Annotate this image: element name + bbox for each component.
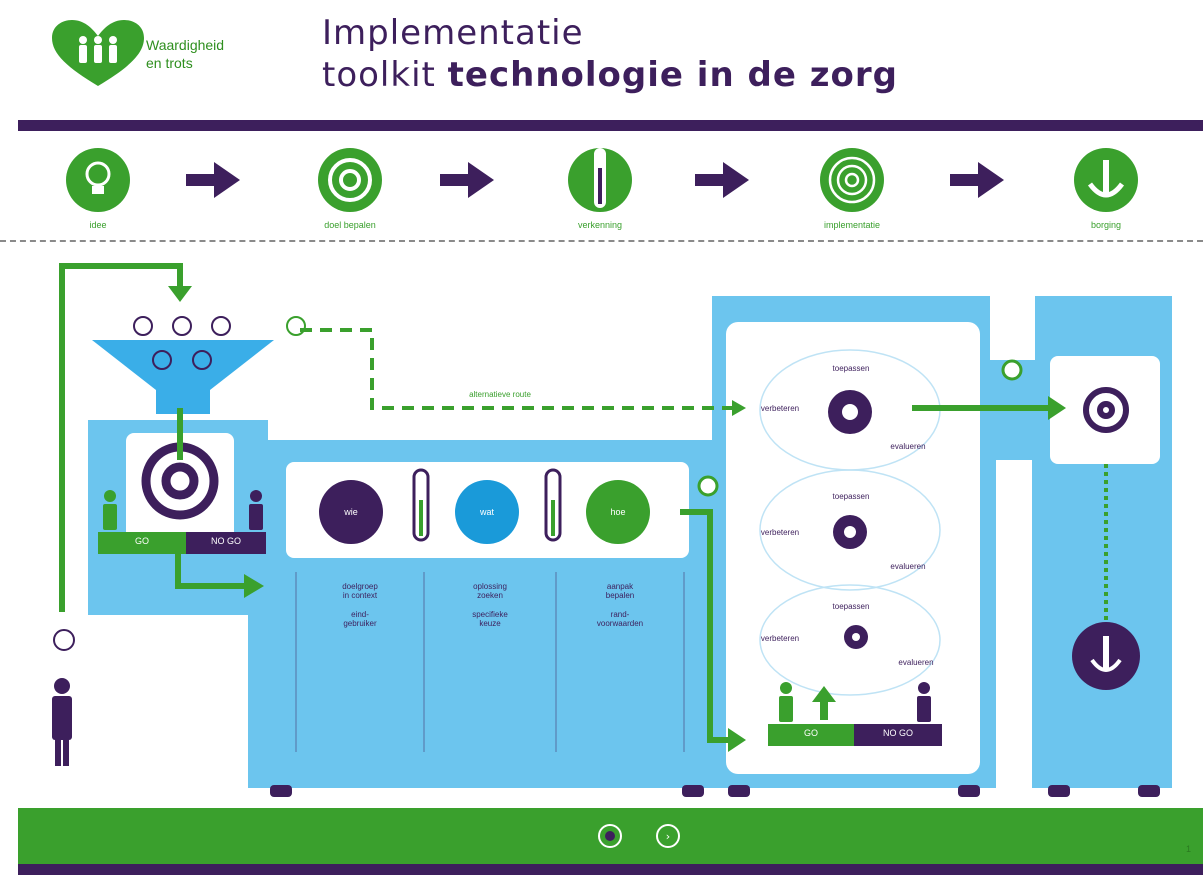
step-label-implementatie: implementatie: [823, 220, 881, 230]
footer-bar: › 1: [18, 808, 1203, 864]
circle-wie[interactable]: wie: [319, 480, 383, 544]
cycle3-left: verbeteren: [760, 634, 800, 643]
logo-line1: Waardigheid: [146, 37, 225, 53]
gear-icons: [828, 390, 872, 649]
alt-route-line: [300, 328, 736, 410]
title-line2-normal: toolkit: [322, 55, 448, 95]
circle-label-wie: wie: [344, 507, 358, 517]
step-label-idee: idee: [89, 220, 107, 230]
flow-lines: [59, 263, 1052, 743]
dashed-divider: [0, 240, 1203, 242]
column-3: aanpak bepalen rand- voorwaarden: [560, 582, 680, 628]
page-number: 1: [1185, 844, 1191, 854]
cycle1-left: verbeteren: [760, 404, 800, 413]
circle-wat[interactable]: wat: [455, 480, 519, 544]
logo: Waardigheid en trots: [48, 18, 288, 88]
cycle1-top: toepassen: [832, 364, 870, 373]
title-line2-bold: technologie in de zorg: [447, 55, 898, 95]
nogo-label-2: NO GO: [882, 728, 913, 738]
col2-line1: oplossing: [473, 582, 507, 591]
wheels: [270, 785, 1160, 797]
alt-route-label: alternatieve route: [469, 390, 531, 399]
page-title: Implementatie toolkit technologie in de …: [322, 12, 898, 96]
footer-divider: [18, 864, 1203, 875]
thermometer-icons: [412, 468, 562, 542]
anchor-icon[interactable]: [1074, 148, 1138, 212]
col2-line2: zoeken: [477, 591, 503, 600]
dot-fill: [605, 831, 615, 841]
col2-line3: specifieke: [472, 610, 508, 619]
cycle3-top: toepassen: [832, 602, 870, 611]
step-label-doel: doel bepalen: [324, 220, 376, 230]
nogo-label-1: NO GO: [210, 536, 241, 546]
arrow-icon: [186, 162, 1004, 198]
circle-label-hoe: hoe: [610, 507, 626, 517]
header-divider: [18, 120, 1203, 131]
cycle2-right: evalueren: [890, 562, 926, 571]
circle-hoe[interactable]: hoe: [586, 480, 650, 544]
heart-logo-icon: [52, 20, 144, 86]
bulb-icons: [133, 316, 306, 370]
spiral-target-icon[interactable]: [820, 148, 884, 212]
funnel: [92, 340, 274, 414]
col1-line1: doelgroep: [342, 582, 378, 591]
nav-dot-active[interactable]: [598, 824, 622, 848]
thermometer-icon[interactable]: [568, 148, 632, 212]
title-line1: Implementatie: [322, 13, 584, 53]
nogo-bar: [186, 532, 266, 554]
go-label-2: GO: [803, 728, 818, 738]
go-label-1: GO: [134, 536, 149, 546]
col2-line4: keuze: [479, 619, 501, 628]
column-1: doelgroep in context eind- gebruiker: [300, 582, 420, 628]
cycle3-right: evalueren: [898, 658, 934, 667]
col1-line3: eind-: [351, 610, 369, 619]
target-icon[interactable]: [318, 148, 382, 212]
col1-line2: in context: [342, 591, 378, 600]
cycle1-right: evalueren: [890, 442, 926, 451]
person-icon: [52, 678, 72, 766]
person-icons: [103, 490, 117, 530]
chevron-right-icon: ›: [665, 829, 671, 843]
nav-next-button[interactable]: ›: [656, 824, 680, 848]
col3-line2: bepalen: [605, 591, 635, 600]
col3-line3: rand-: [610, 610, 630, 619]
steps-row: idee doel bepalen verkenning implementat…: [0, 140, 1203, 240]
go-bar: [98, 532, 186, 554]
arrowheads: [168, 286, 1066, 752]
col1-line4: gebruiker: [343, 619, 377, 628]
step-label-borging: borging: [1090, 220, 1122, 230]
col3-line1: aanpak: [606, 582, 634, 591]
logo-line2: en trots: [146, 55, 193, 71]
col3-line4: voorwaarden: [596, 619, 644, 628]
column-2: oplossing zoeken specifieke keuze: [428, 582, 552, 628]
step-label-verkenning: verkenning: [577, 220, 623, 230]
circle-label-wat: wat: [479, 507, 494, 517]
cycle2-top: toepassen: [832, 492, 870, 501]
cycle2-left: verbeteren: [760, 528, 800, 537]
process-diagram: [52, 263, 1172, 797]
lightbulb-icon[interactable]: [66, 148, 130, 212]
